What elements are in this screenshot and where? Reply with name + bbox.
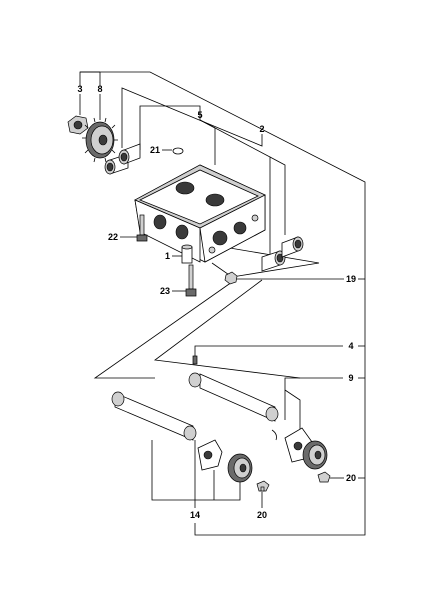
- callout-23: 23: [160, 286, 170, 296]
- callout-22: 22: [108, 232, 118, 242]
- callout-4: 4: [348, 341, 353, 351]
- nut-part: [67, 115, 89, 135]
- callout-3: 3: [77, 84, 82, 94]
- bolt-part-22: [136, 214, 148, 242]
- sleeve-part: [181, 244, 193, 264]
- callout-20-right: 20: [346, 473, 356, 483]
- gear-right-part: [302, 440, 328, 470]
- callout-19: 19: [346, 274, 356, 284]
- bolt-part-20a: [317, 471, 331, 483]
- callout-21: 21: [150, 145, 160, 155]
- shaft-left-part: [111, 391, 197, 441]
- callout-20-bottom: 20: [257, 510, 267, 520]
- leader-lines: [79, 71, 366, 536]
- nut-part-19: [224, 271, 238, 285]
- bolt-part-23: [185, 264, 197, 297]
- callout-5: 5: [197, 110, 202, 120]
- housing-part: [134, 164, 266, 263]
- o-ring-part: [172, 147, 184, 155]
- callout-9: 9: [348, 373, 353, 383]
- pin-part: [192, 355, 198, 365]
- gear-part: [82, 117, 118, 163]
- callout-2: 2: [259, 124, 264, 134]
- callout-8: 8: [97, 84, 102, 94]
- seal-part: [271, 429, 277, 441]
- shaft-right-part: [188, 372, 279, 422]
- bushing-right-2: [281, 236, 304, 258]
- callout-1: 1: [165, 251, 170, 261]
- bushing-left-2: [118, 143, 141, 165]
- plate-left-part: [197, 439, 223, 471]
- gear-left-part: [227, 453, 253, 483]
- callout-14: 14: [190, 510, 200, 520]
- bolt-part-20b: [256, 480, 270, 492]
